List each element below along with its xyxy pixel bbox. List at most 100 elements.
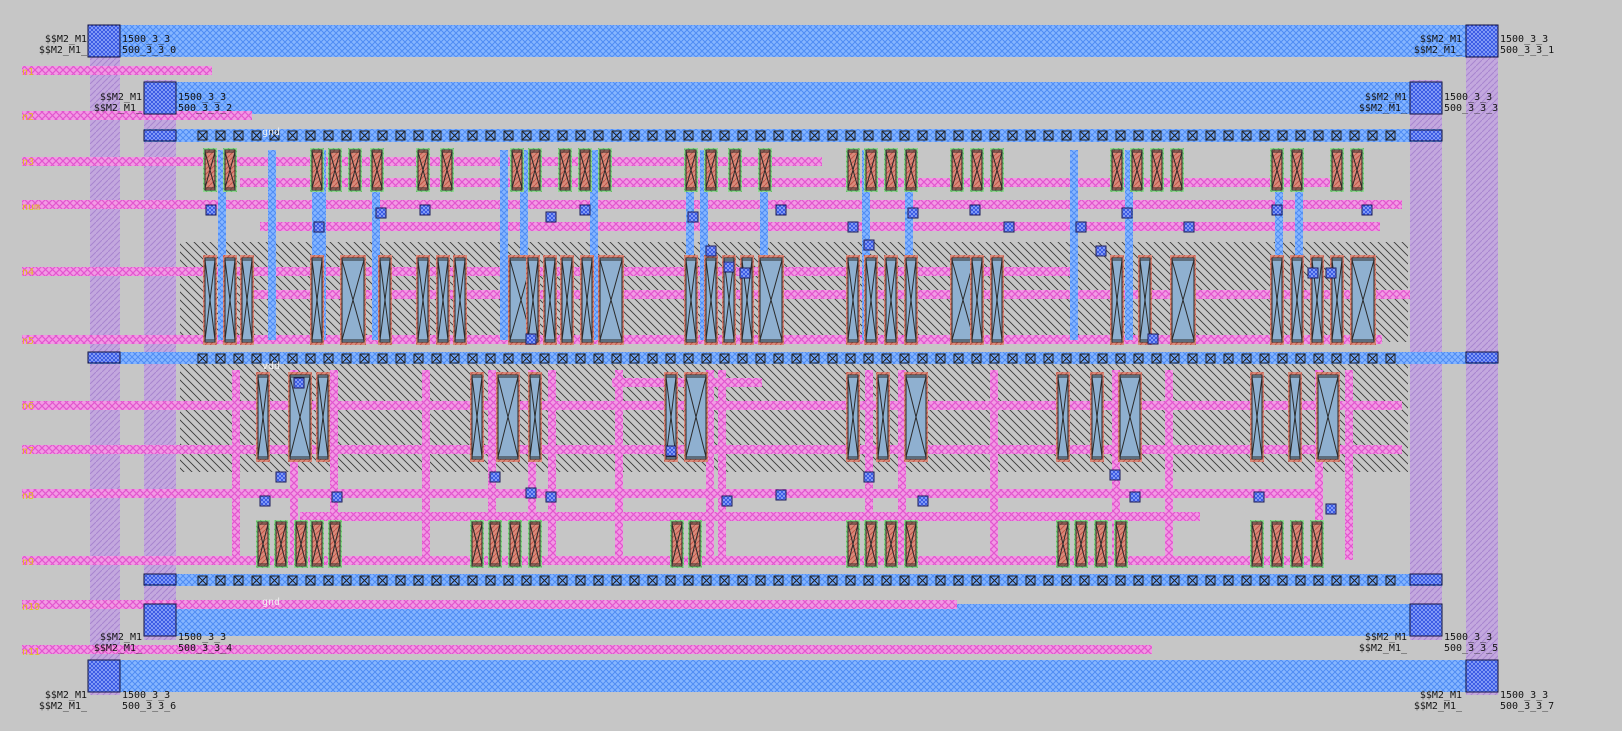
rail-contact-vdd — [449, 353, 460, 364]
gate-x-bot-14 — [905, 523, 917, 565]
rail-contact-vdd — [485, 353, 496, 364]
gate-x-mid-23 — [905, 259, 917, 341]
net-label-n4: n4 — [22, 267, 35, 278]
via-5 — [579, 204, 591, 216]
rail-contact-gnd-top — [377, 130, 388, 141]
gate-x-mid-11 — [544, 259, 556, 341]
gate-x-mid-31 — [1291, 259, 1303, 341]
rail-contact-gnd-top — [539, 130, 550, 141]
rail-contact-vdd — [341, 353, 352, 364]
gate-x-mid-28 — [1139, 259, 1151, 341]
via-18 — [1121, 207, 1133, 219]
gate-x-mid-19 — [759, 259, 783, 341]
rail-contact-gnd-top — [827, 130, 838, 141]
rail-contact-vdd — [863, 353, 874, 364]
rail-contact-vdd — [305, 353, 316, 364]
rail-contact-gnd-top — [683, 130, 694, 141]
rail-contact-gnd-top — [1169, 130, 1180, 141]
rail-contact-vdd — [1169, 353, 1180, 364]
via-17 — [1095, 245, 1107, 257]
rail-contact-gnd-bottom — [827, 575, 838, 586]
m2-m1-contact-3 — [1409, 81, 1443, 115]
rail-contact-vdd — [1007, 353, 1018, 364]
rail-end-contact-4 — [143, 573, 177, 586]
via-10 — [775, 204, 787, 216]
gate-x-bot-12 — [865, 523, 877, 565]
rail-contact-vdd — [1295, 353, 1306, 364]
net-label-n5: n5 — [22, 336, 35, 347]
gate-x-bot-18 — [1115, 523, 1127, 565]
rail-contact-vdd — [503, 353, 514, 364]
vertical-strap-11 — [718, 370, 726, 560]
via-6 — [687, 211, 699, 223]
rail-contact-gnd-bottom — [251, 575, 262, 586]
via-23 — [1361, 204, 1373, 216]
via-26 — [275, 471, 287, 483]
rail-contact-vdd — [1043, 353, 1054, 364]
gate-x-mid-15 — [685, 259, 697, 341]
rail-contact-gnd-bottom — [305, 575, 316, 586]
rail-contact-gnd-bottom — [737, 575, 748, 586]
rail-contact-gnd-bottom — [665, 575, 676, 586]
rail-contact-vdd — [1187, 353, 1198, 364]
rail-contact-gnd-top — [287, 130, 298, 141]
gate-x-mid-22 — [885, 259, 897, 341]
rail-contact-gnd-bottom — [1061, 575, 1072, 586]
gate-x-bot-11 — [847, 523, 859, 565]
rail-contact-gnd-top — [395, 130, 406, 141]
gate-x-low-15 — [1289, 376, 1301, 458]
rail-contact-gnd-top — [1061, 130, 1072, 141]
rail-contact-gnd-top — [755, 130, 766, 141]
rail-contact-gnd-bottom — [827, 575, 838, 586]
gate-x-bot-21 — [1291, 523, 1303, 565]
rail-contact-gnd-top — [791, 130, 802, 141]
rail-contact-vdd — [323, 353, 334, 364]
rail-contact-vdd — [1241, 353, 1252, 364]
rail-contact-vdd — [557, 353, 568, 364]
gate-x-low-5 — [529, 376, 541, 458]
metal2-rail-2 — [144, 82, 1442, 114]
via-37 — [1129, 491, 1141, 503]
gate-x-top-11 — [579, 151, 591, 189]
net-label-n10: n10 — [22, 602, 41, 613]
rail-contact-gnd-bottom — [197, 575, 208, 586]
gate-x-bot-4 — [329, 523, 341, 565]
rail-contact-gnd-bottom — [1097, 575, 1108, 586]
rail-contact-vdd — [1223, 353, 1234, 364]
rail-contact-gnd-top — [251, 130, 262, 141]
gate-x-mid-30 — [1271, 259, 1283, 341]
rail-contact-vdd — [773, 353, 784, 364]
rail-contact-gnd-bottom — [467, 575, 478, 586]
rail-contact-vdd — [773, 353, 784, 364]
gate-x-bot-7 — [509, 523, 521, 565]
gate-x-top-21 — [951, 151, 963, 189]
gate-x-bot-14 — [905, 523, 917, 565]
via-22 — [1325, 267, 1337, 279]
rail-contact-vdd — [899, 353, 910, 364]
via-3 — [419, 204, 431, 216]
gate-x-mid-16 — [705, 259, 717, 341]
rail-contact-vdd — [1133, 353, 1144, 364]
rail-contact-gnd-top — [971, 130, 982, 141]
metal1-wire-12 — [22, 489, 1322, 498]
gate-x-mid-14 — [599, 259, 623, 341]
rail-contact-gnd-bottom — [377, 575, 388, 586]
gate-x-mid-8 — [454, 259, 466, 341]
rail-contact-gnd-bottom — [1043, 575, 1054, 586]
rail-contact-vdd — [647, 353, 658, 364]
rail-contact-vdd — [935, 353, 946, 364]
vertical-strap-2 — [312, 150, 320, 340]
vertical-strap-17 — [1165, 370, 1173, 560]
gate-x-low-16 — [1317, 376, 1339, 458]
rail-contact-gnd-top — [323, 130, 334, 141]
rail-contact-vdd — [989, 353, 1000, 364]
contact-label-2: $$M2_M1$$M2_M1_ — [93, 92, 142, 114]
gate-x-mid-10 — [527, 259, 539, 341]
m2-m1-contact-4 — [143, 603, 177, 637]
via-7 — [705, 245, 717, 257]
rail-contact-gnd-top — [863, 130, 874, 141]
gate-x-top-2 — [311, 151, 323, 189]
